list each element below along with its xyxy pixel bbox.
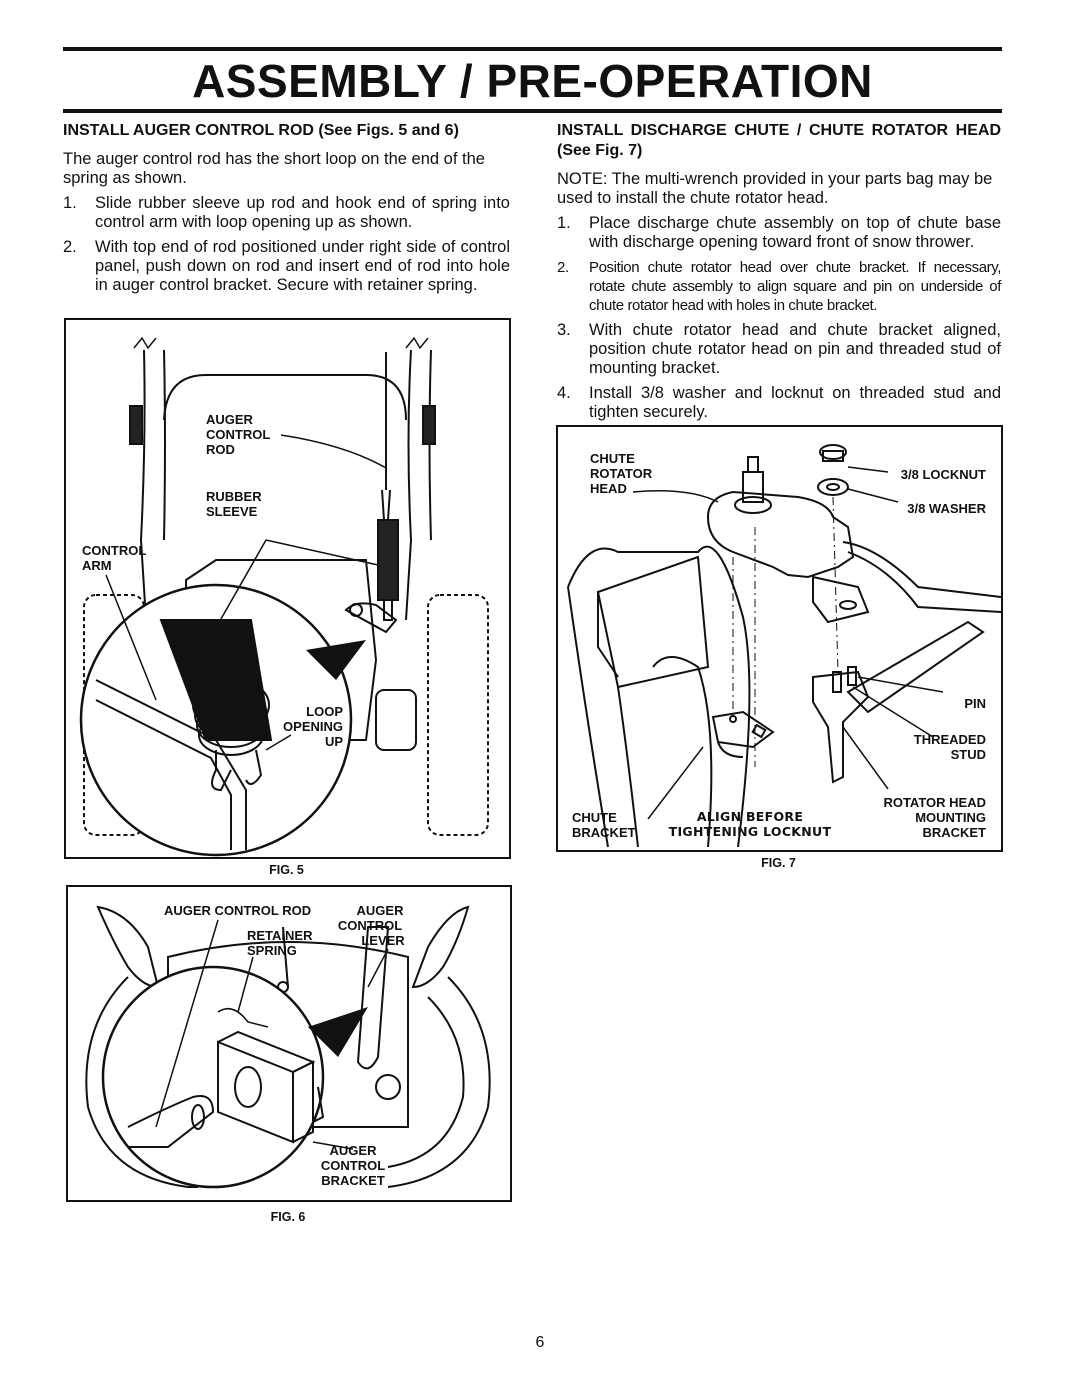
- page-number: 6: [535, 1334, 545, 1351]
- intro-paragraph: The auger control rod has the short loop…: [63, 150, 485, 187]
- step-item: 4.Install 3/8 washer and locknut on thre…: [557, 384, 1001, 421]
- right-column: INSTALL DISCHARGE CHUTE / CHUTE ROTATOR …: [557, 121, 1001, 428]
- steps-list-auger: 1.Slide rubber sleeve up rod and hook en…: [63, 194, 510, 295]
- section-heading-auger-rod: INSTALL AUGER CONTROL ROD (See Figs. 5 a…: [63, 122, 459, 139]
- note-text: The multi-wrench provided in your parts …: [557, 170, 993, 207]
- section-heading-chute: INSTALL DISCHARGE CHUTE / CHUTE ROTATOR …: [557, 122, 1001, 159]
- left-column: INSTALL AUGER CONTROL ROD (See Figs. 5 a…: [63, 121, 510, 301]
- label-locknut: 3/8 LOCKNUT: [901, 467, 986, 482]
- page-title: ASSEMBLY / PRE-OPERATION: [192, 55, 873, 107]
- step-item: 3.With chute rotator head and chute brac…: [557, 321, 1001, 377]
- top-rule: [63, 47, 1002, 51]
- note-label: NOTE:: [557, 170, 608, 188]
- figure-5-caption: FIG. 5: [269, 863, 304, 877]
- title-underline: [63, 109, 1002, 113]
- note-paragraph: NOTE: The multi-wrench provided in your …: [557, 170, 1001, 208]
- step-item: 1.Slide rubber sleeve up rod and hook en…: [63, 194, 510, 231]
- step-item: 2.With top end of rod positioned under r…: [63, 238, 510, 294]
- label-auger-control-rod: AUGER CONTROL ROD: [164, 903, 311, 918]
- step-item: 2.Position chute rotator head over chute…: [557, 259, 1001, 314]
- label-washer: 3/8 WASHER: [907, 501, 986, 516]
- steps-list-chute: 1.Place discharge chute assembly on top …: [557, 214, 1001, 422]
- figure-6-caption: FIG. 6: [270, 1210, 306, 1224]
- label-pin: PIN: [964, 696, 986, 711]
- figure-7-caption: FIG. 7: [761, 856, 796, 870]
- step-item: 1.Place discharge chute assembly on top …: [557, 214, 1001, 251]
